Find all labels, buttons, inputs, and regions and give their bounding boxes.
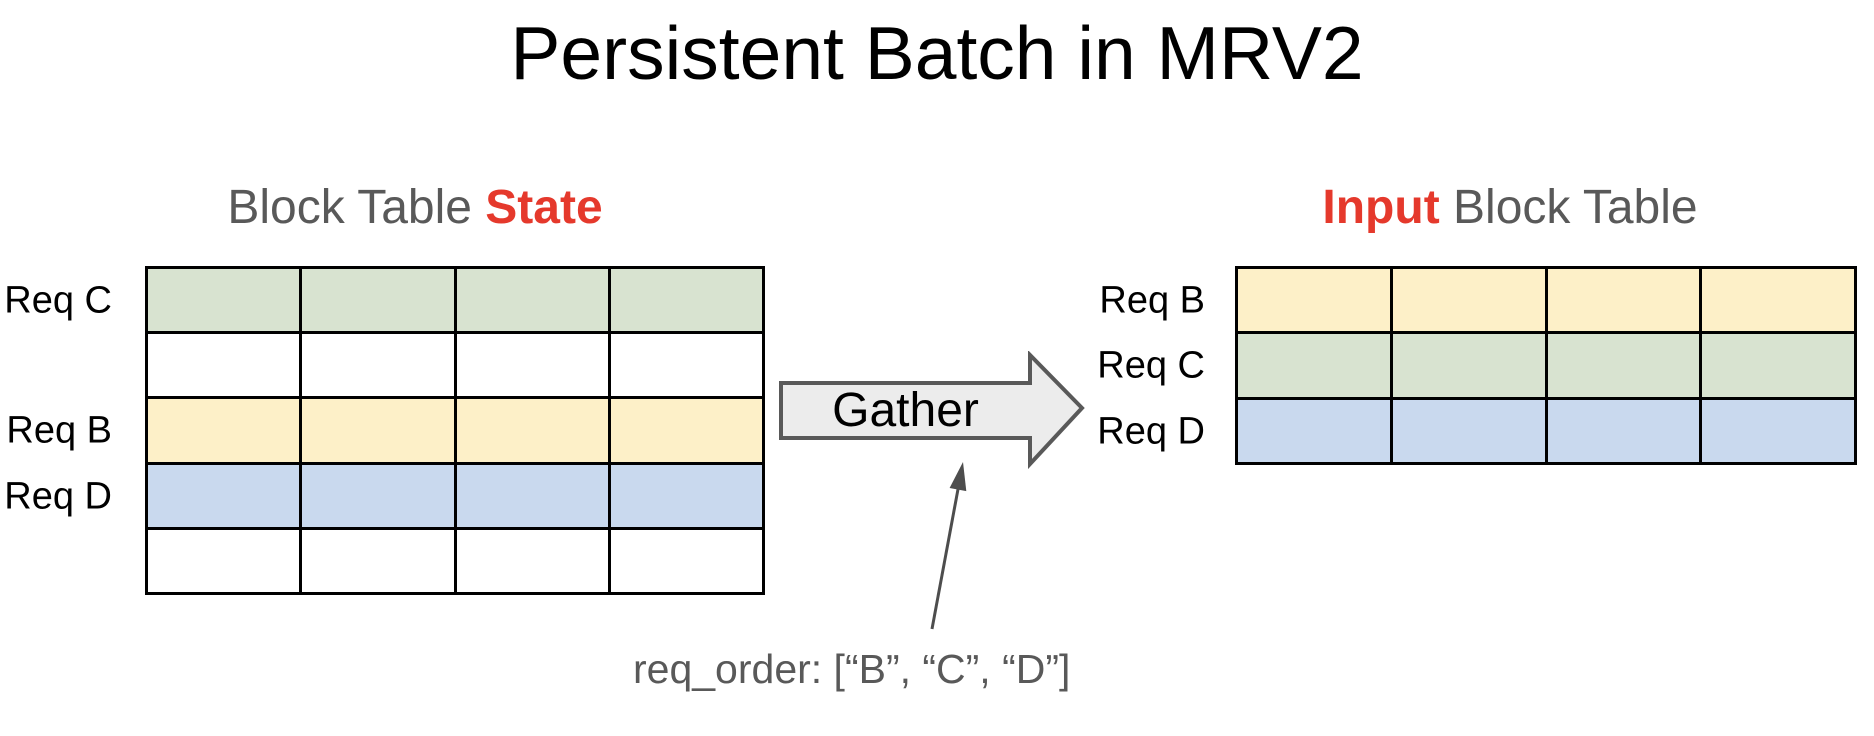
right-header-accent: Input — [1322, 181, 1440, 234]
block-cell — [1238, 269, 1390, 332]
block-cell — [1238, 334, 1390, 397]
block-cell — [1392, 269, 1545, 332]
block-cell — [1702, 334, 1854, 397]
gather-arrow-label: Gather — [832, 384, 979, 437]
gather-arrow — [779, 351, 1085, 469]
block-cell — [1392, 399, 1545, 462]
left-header-prefix: Block Table — [227, 181, 486, 234]
row-label: Req C — [4, 279, 112, 322]
block-cell — [1547, 334, 1700, 397]
block-cell — [148, 269, 300, 332]
block-cell — [302, 269, 454, 332]
block-cell — [456, 464, 608, 527]
row-label: Req B — [6, 409, 112, 452]
block-cell — [610, 529, 762, 592]
row-label: Req D — [4, 475, 112, 518]
req-order-annotation: req_order: [“B”, “C”, “D”] — [633, 646, 1071, 692]
block-cell — [302, 529, 454, 592]
block-cell — [456, 334, 608, 397]
block-cell — [456, 529, 608, 592]
block-cell — [610, 464, 762, 527]
block-cell — [1702, 399, 1854, 462]
block-cell — [456, 399, 608, 462]
annotation-arrow-line — [930, 487, 960, 630]
block-cell — [148, 464, 300, 527]
right-header-suffix: Block Table — [1439, 181, 1698, 234]
block-cell — [148, 399, 300, 462]
state-table-row-labels: Req C Req B Req D — [0, 266, 112, 595]
block-cell — [1547, 399, 1700, 462]
block-cell — [302, 464, 454, 527]
left-table-header: Block Table State — [115, 180, 715, 235]
right-table-header: Input Block Table — [1210, 180, 1810, 235]
block-cell — [148, 334, 300, 397]
block-cell — [148, 529, 300, 592]
block-cell — [1392, 334, 1545, 397]
block-cell — [610, 334, 762, 397]
block-table-state — [145, 266, 765, 595]
row-label: Req C — [1097, 344, 1205, 387]
block-cell — [456, 269, 608, 332]
input-table-row-labels: Req B Req C Req D — [1040, 266, 1205, 465]
block-cell — [302, 334, 454, 397]
annotation-arrowhead — [949, 462, 967, 492]
block-cell — [610, 269, 762, 332]
left-header-accent: State — [485, 181, 603, 234]
gather-arrow-shape — [779, 351, 1085, 469]
row-label: Req B — [1099, 279, 1205, 322]
row-label: Req D — [1097, 410, 1205, 453]
block-cell — [610, 399, 762, 462]
annotation-arrow — [930, 462, 967, 630]
block-cell — [302, 399, 454, 462]
input-block-table — [1235, 266, 1857, 465]
block-cell — [1702, 269, 1854, 332]
block-cell — [1547, 269, 1700, 332]
slide-title: Persistent Batch in MRV2 — [510, 11, 1364, 95]
block-cell — [1238, 399, 1390, 462]
